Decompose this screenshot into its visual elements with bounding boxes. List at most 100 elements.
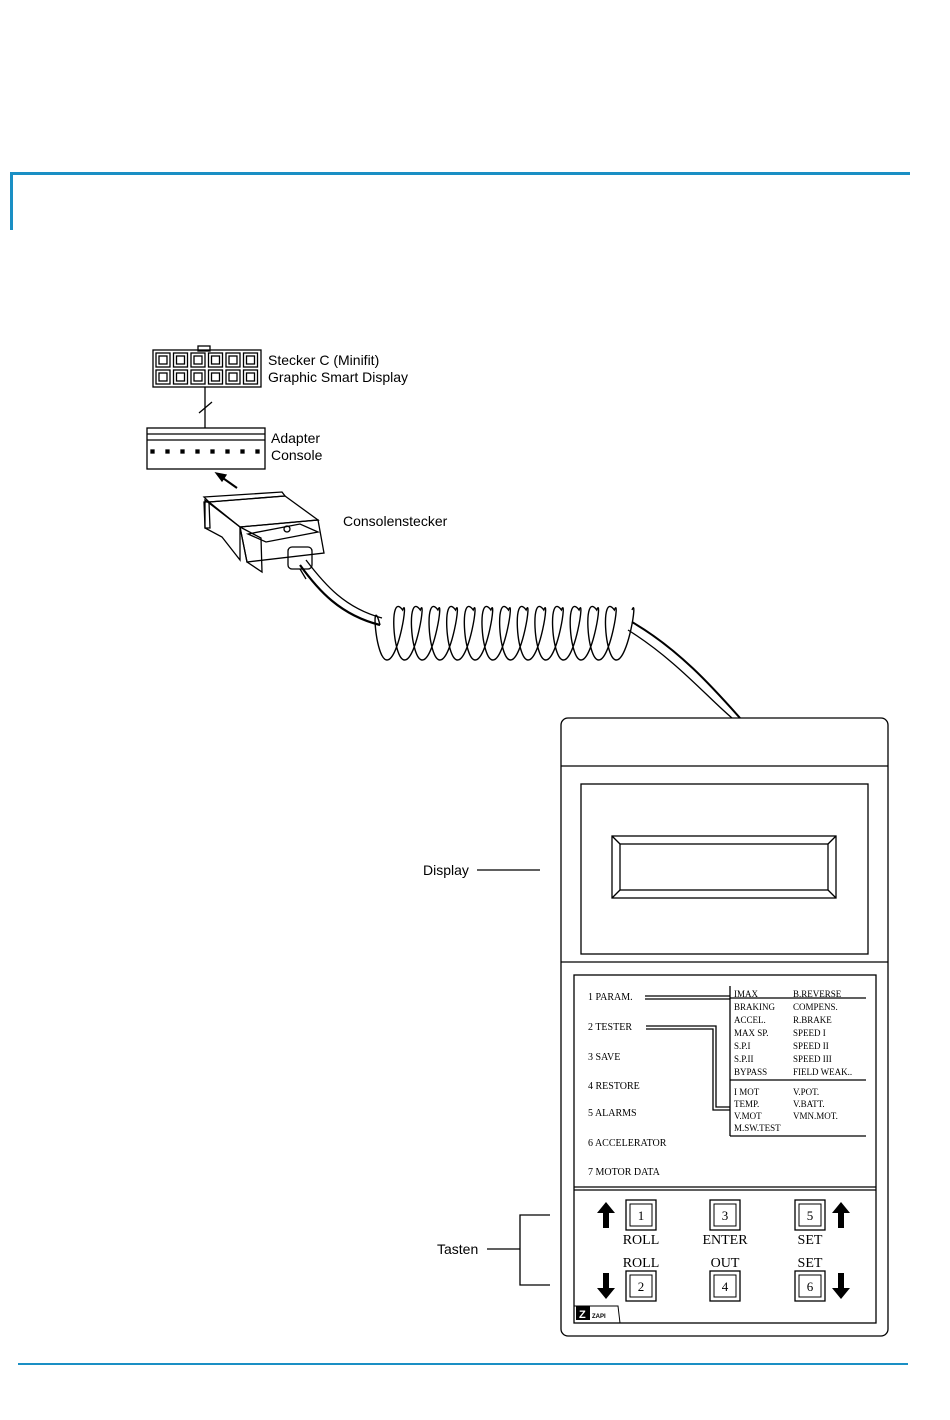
adapter-pin [180, 449, 185, 454]
console-plug-icon [202, 491, 325, 580]
console-menu-item: 4 RESTORE [588, 1081, 640, 1092]
connector-pin [190, 352, 206, 368]
zapi-logo: Z ZAPI [574, 1305, 621, 1324]
param-submenu-item: MAX SP. [734, 1028, 769, 1038]
tester-submenu-item: V.MOT [734, 1111, 762, 1121]
key-label: SET [798, 1233, 823, 1248]
key-label: ROLL [623, 1256, 660, 1271]
key-number: 3 [722, 1208, 729, 1223]
tester-submenu-item: I MOT [734, 1087, 760, 1097]
connector-pin-inner [245, 355, 256, 365]
console-menu-item: 1 PARAM. [588, 992, 633, 1003]
down-arrow-icon [597, 1273, 615, 1299]
connector-pin-inner [193, 355, 203, 365]
adapter-pin [210, 449, 215, 454]
connector-pin-inner [210, 372, 221, 382]
keys-label: Tasten [437, 1241, 479, 1257]
console-key-2[interactable]: 2 ROLL [597, 1256, 660, 1302]
console-plug-label: Consolenstecker [343, 513, 448, 529]
adapter-console-icon [146, 427, 266, 470]
connector-pin-inner [158, 372, 168, 382]
connector-pin [242, 369, 259, 385]
connector-pin [242, 352, 259, 368]
console-menu-item: 6 ACCELERATOR [588, 1138, 667, 1149]
connector-c-label-line2: Graphic Smart Display [268, 369, 409, 385]
connector-pin-inner [193, 372, 203, 382]
console-menu-item: 7 MOTOR DATA [588, 1167, 661, 1178]
param-submenu-item: B.REVERSE [793, 989, 842, 999]
connector-pin [172, 352, 189, 368]
up-arrow-icon [832, 1202, 850, 1228]
display-label: Display [423, 862, 469, 878]
param-submenu-item: BYPASS [734, 1067, 767, 1077]
insertion-arrow-icon [214, 472, 238, 489]
connector-pin-inner [228, 355, 238, 365]
keys-bracket [487, 1214, 550, 1286]
tester-submenu-item: TEMP. [734, 1099, 759, 1109]
adapter-label: Adapter Console [271, 430, 322, 464]
svg-text:Z: Z [579, 1309, 586, 1321]
up-arrow-icon [597, 1202, 615, 1228]
connector-pin-inner [175, 372, 186, 382]
key-number: 4 [722, 1279, 729, 1294]
connector-pin [155, 352, 171, 368]
param-submenu-item: S.P.II [734, 1054, 754, 1064]
param-submenu-item: SPEED III [793, 1054, 832, 1064]
console-menu-item: 5 ALARMS [588, 1108, 637, 1119]
param-submenu-item: FIELD WEAK.. [793, 1067, 852, 1077]
connector-pin [155, 369, 171, 385]
param-submenu-item: SPEED II [793, 1041, 829, 1051]
adapter-pin [195, 449, 200, 454]
tester-submenu-item: V.POT. [793, 1087, 819, 1097]
param-submenu-item: R.BRAKE [793, 1015, 832, 1025]
param-submenu-item: SPEED I [793, 1028, 826, 1038]
tester-submenu-item: V.BATT. [793, 1099, 825, 1109]
key-label: ENTER [702, 1233, 748, 1248]
connector-pin-inner [228, 372, 238, 382]
param-submenu-item: IMAX [734, 989, 758, 999]
page-bottom-rule [18, 1363, 908, 1365]
adapter-pin [165, 449, 170, 454]
wire-break-mark [198, 401, 213, 414]
connector-pin [225, 369, 241, 385]
tester-submenu-item: M.SW.TEST [734, 1123, 781, 1133]
connector-c-label-line1: Stecker C (Minifit) [268, 352, 380, 368]
connector-pin-inner [210, 355, 221, 365]
connector-pin [225, 352, 241, 368]
connector-pin [207, 352, 224, 368]
param-submenu-item: COMPENS. [793, 1002, 838, 1012]
key-number: 2 [638, 1279, 645, 1294]
page-frame-left-rule [10, 172, 13, 230]
key-number: 5 [807, 1208, 814, 1223]
connector-pin [190, 369, 206, 385]
adapter-pin [150, 449, 155, 454]
param-submenu-item: BRAKING [734, 1002, 776, 1012]
adapter-pin [225, 449, 230, 454]
param-submenu-item: ACCEL. [734, 1015, 766, 1025]
connector-pin-inner [158, 355, 168, 365]
coiled-cable-icon [299, 559, 741, 719]
key-label: SET [798, 1256, 823, 1271]
console-menu-item: 3 SAVE [588, 1052, 620, 1063]
connector-pin [207, 369, 224, 385]
adapter-label-line2: Console [271, 447, 323, 463]
connector-c-label: Stecker C (Minifit) Graphic Smart Displa… [268, 352, 408, 386]
console-body [560, 717, 889, 1337]
tester-submenu-item: VMN.MOT. [793, 1111, 838, 1121]
key-number: 1 [638, 1208, 645, 1223]
svg-text:ZAPI: ZAPI [592, 1314, 606, 1320]
adapter-pin [255, 449, 260, 454]
adapter-label-line1: Adapter [271, 430, 321, 446]
page-frame-top-rule [10, 172, 910, 175]
connector-pin-inner [175, 355, 186, 365]
connector-pin-inner [245, 372, 256, 382]
adapter-pin [240, 449, 245, 454]
